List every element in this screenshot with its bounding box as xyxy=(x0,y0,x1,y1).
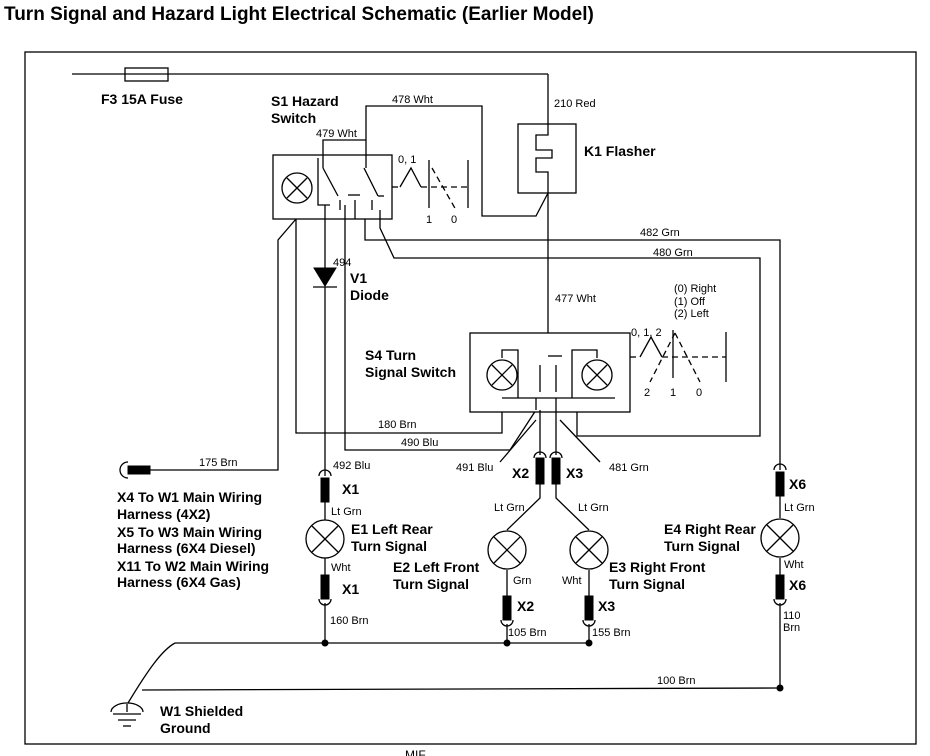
ground-bus xyxy=(127,639,784,704)
connector-x6-top-label: X6 xyxy=(789,476,806,492)
wire-label-e4-ltgrn: Lt Grn xyxy=(784,502,815,514)
turn-switch-actuator xyxy=(630,330,727,383)
lamp-e1-label-line1: E1 Left Rear xyxy=(351,521,433,537)
connector-x1-bottom xyxy=(318,574,332,606)
wire-label-494: 494 xyxy=(333,257,351,269)
lamp-e4-label-line2: Turn Signal xyxy=(664,538,740,554)
hazard-switch-label-line2: Switch xyxy=(271,110,316,126)
lamp-e3-label-line1: E3 Right Front xyxy=(609,559,706,575)
ground-label-line2: Ground xyxy=(160,720,211,736)
wire-label-e3-wht: Wht xyxy=(562,575,582,587)
lamp-e3 xyxy=(569,530,609,570)
flasher-label: K1 Flasher xyxy=(584,143,656,159)
fuse-f3 xyxy=(72,67,548,82)
diode-label-line1: V1 xyxy=(350,270,367,286)
wire-label-e1-wht: Wht xyxy=(331,562,351,574)
diagram-frame xyxy=(24,51,917,745)
harness-note-4: Harness (6X4 Diesel) xyxy=(117,540,256,556)
connector-x1-bottom-label: X1 xyxy=(342,581,359,597)
harness-note-1: X4 To W1 Main Wiring xyxy=(117,489,262,505)
lamp-e2-label-line1: E2 Left Front xyxy=(393,559,480,575)
turn-switch-pos-1: 1 xyxy=(670,387,676,399)
diode-v1 xyxy=(313,267,337,288)
hazard-switch-s1 xyxy=(272,154,393,220)
turn-switch-pos-label: 0, 1, 2 xyxy=(631,327,662,339)
wire-label-180: 180 Brn xyxy=(378,419,417,431)
wire-label-100: 100 Brn xyxy=(657,675,696,687)
connector-x2-top-label: X2 xyxy=(512,465,529,481)
wire-label-481: 481 Grn xyxy=(609,462,649,474)
hazard-switch-actuator xyxy=(392,160,469,211)
lamp-e2-label-line2: Turn Signal xyxy=(393,576,469,592)
lamp-e2 xyxy=(487,530,527,570)
wire-label-492: 492 Blu xyxy=(333,460,370,472)
turn-switch-label-line1: S4 Turn xyxy=(365,347,416,363)
connector-x3-top xyxy=(549,451,563,485)
harness-note-5: X11 To W2 Main Wiring xyxy=(117,558,269,574)
connector-x6-bottom xyxy=(773,574,787,606)
wire-label-e2-grn: Grn xyxy=(513,575,531,587)
connector-x2-top xyxy=(533,451,547,485)
turn-switch-s4 xyxy=(469,332,631,413)
wire-label-110-line2: Brn xyxy=(783,622,800,634)
wire-label-e1-ltgrn: Lt Grn xyxy=(331,506,362,518)
turn-switch-pos-0: 0 xyxy=(696,387,702,399)
connector-x2-bottom xyxy=(500,595,514,627)
harness-connector xyxy=(119,461,151,479)
wire-label-e2-ltgrn: Lt Grn xyxy=(494,502,525,514)
wire-label-110-line1: 110 xyxy=(783,610,801,622)
wire-label-e3-ltgrn: Lt Grn xyxy=(578,502,609,514)
lamp-e1-label-line2: Turn Signal xyxy=(351,538,427,554)
connector-x3-top-label: X3 xyxy=(566,465,583,481)
wire-label-105: 105 Brn xyxy=(508,627,547,639)
harness-note-6: Harness (6X4 Gas) xyxy=(117,574,241,590)
connector-x3-bottom-label: X3 xyxy=(598,598,615,614)
connector-x6-bottom-label: X6 xyxy=(789,577,806,593)
page-title: Turn Signal and Hazard Light Electrical … xyxy=(4,4,594,25)
connector-x2-bottom-label: X2 xyxy=(517,598,534,614)
ground-label-line1: W1 Shielded xyxy=(160,703,243,719)
wire-label-478: 478 Wht xyxy=(392,94,433,106)
wire-label-480: 480 Grn xyxy=(653,247,693,259)
wire-label-477: 477 Wht xyxy=(555,293,596,305)
lamp-e3-label-line2: Turn Signal xyxy=(609,576,685,592)
turn-switch-legend-left: (2) Left xyxy=(674,308,709,320)
footer-code: MIF xyxy=(405,748,426,756)
wire-label-479: 479 Wht xyxy=(316,128,357,140)
harness-note-3: X5 To W3 Main Wiring xyxy=(117,524,262,540)
wire-label-210: 210 Red xyxy=(554,98,596,110)
hazard-switch-pos-0: 0 xyxy=(451,214,457,226)
diode-label-line2: Diode xyxy=(350,287,389,303)
hazard-switch-pos-label: 0, 1 xyxy=(398,154,416,166)
connector-x1-top-label: X1 xyxy=(342,481,359,497)
wire-label-160: 160 Brn xyxy=(330,615,369,627)
connector-x3-bottom xyxy=(582,595,596,627)
lamp-e1 xyxy=(305,519,345,559)
turn-switch-label-line2: Signal Switch xyxy=(365,364,456,380)
ground-symbol xyxy=(110,702,144,727)
turn-switch-legend-right: (0) Right xyxy=(674,283,716,295)
hazard-switch-pos-1: 1 xyxy=(426,214,432,226)
wire-label-490: 490 Blu xyxy=(401,437,438,449)
wire-label-482: 482 Grn xyxy=(640,227,680,239)
turn-switch-pos-2: 2 xyxy=(644,387,650,399)
wire-label-175: 175 Brn xyxy=(199,457,238,469)
harness-note-2: Harness (4X2) xyxy=(117,506,210,522)
wire-label-491: 491 Blu xyxy=(456,462,493,474)
lamp-e4-label-line1: E4 Right Rear xyxy=(664,521,756,537)
fuse-label: F3 15A Fuse xyxy=(101,91,183,107)
wire-label-e4-wht: Wht xyxy=(784,559,804,571)
hazard-switch-label-line1: S1 Hazard xyxy=(271,93,339,109)
flasher-k1 xyxy=(517,123,577,194)
wire-label-155: 155 Brn xyxy=(592,627,631,639)
lamp-e4 xyxy=(760,518,800,558)
turn-switch-legend-off: (1) Off xyxy=(674,296,706,308)
